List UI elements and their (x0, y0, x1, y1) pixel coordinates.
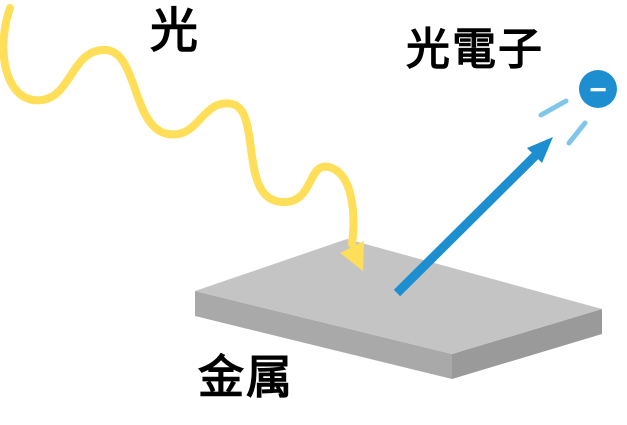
electron-icon (579, 70, 617, 108)
label-photoelectron: 光電子 (406, 25, 544, 74)
motion-dash-1 (538, 98, 569, 118)
metal-slab-left-face (195, 291, 452, 379)
photoelectron-arrowhead-icon (527, 137, 553, 163)
metal-slab-top-face (195, 239, 602, 354)
light-wave (0, 4, 358, 248)
metal-slab (195, 239, 602, 379)
label-metal: 金属 (198, 351, 294, 403)
label-light: 光 (150, 5, 201, 58)
motion-dash-2 (566, 120, 588, 146)
metal-slab-right-face (452, 309, 602, 379)
electron-minus-sign: − (589, 74, 607, 107)
light-wave-arrowhead-icon (340, 241, 364, 271)
photoelectron-arrow-shaft (393, 151, 540, 297)
